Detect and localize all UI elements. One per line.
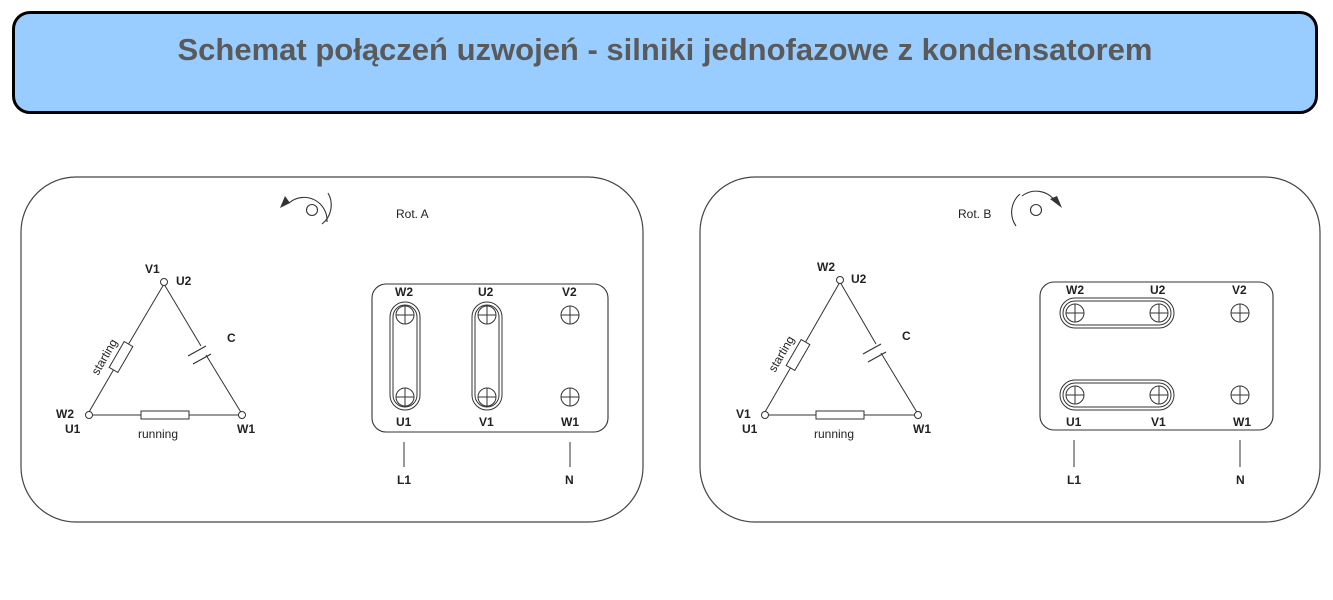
terminal-screw: [1149, 385, 1169, 405]
title-banner: Schemat połączeń uzwojeń - silniki jedno…: [12, 11, 1318, 114]
panel-frame: [20, 176, 644, 523]
jumper-bar-vertical: [471, 301, 503, 411]
terminal-screw: [477, 387, 497, 407]
terminal-screw: [1230, 303, 1250, 323]
terminal-screw: [560, 305, 580, 325]
terminal-bottom-label: U1: [1066, 415, 1082, 429]
running-label: running: [138, 427, 178, 441]
starting-winding-resistor: [785, 338, 811, 372]
supply-label: L1: [397, 473, 411, 487]
terminal-top-label: U2: [478, 285, 494, 299]
rotation-arrow-icon: [1011, 190, 1062, 227]
page-title: Schemat połączeń uzwojeń - silniki jedno…: [177, 32, 1153, 67]
node-left: [85, 411, 93, 419]
node-right-label: W1: [237, 422, 255, 436]
terminal-screw: [395, 387, 415, 407]
node-top-label-2: U2: [176, 274, 192, 288]
node-left-label-1: V1: [736, 407, 751, 421]
terminal-bottom-label: W1: [561, 415, 579, 429]
supply-label: N: [1236, 473, 1245, 487]
jumper-bar-horizontal: [1059, 379, 1175, 411]
node-right: [914, 411, 922, 419]
rotation-arrow-icon: [280, 192, 332, 225]
terminal-screw: [1149, 303, 1169, 323]
terminal-screw: [1065, 385, 1085, 405]
capacitor-label: C: [227, 331, 236, 345]
capacitor-symbol: [187, 345, 212, 365]
node-top-label-2: U2: [851, 272, 867, 286]
rotation-label: Rot. B: [958, 207, 991, 221]
jumper-bar-horizontal: [1059, 297, 1175, 329]
node-right: [238, 411, 246, 419]
terminal-board: [371, 283, 609, 433]
winding-triangle: [761, 276, 922, 420]
terminal-top-label: V2: [1232, 283, 1247, 297]
capacitor-label: C: [902, 329, 911, 343]
terminal-board: [1039, 281, 1274, 431]
jumper-bar-vertical: [389, 301, 421, 411]
node-top-label-1: W2: [817, 260, 835, 274]
node-left-label-2: U1: [742, 422, 758, 436]
terminal-bottom-label: V1: [1151, 415, 1166, 429]
terminal-screw: [395, 305, 415, 325]
panel-rotation-b: Rot. B W2 U2 V1 U1 W1 running starting C: [699, 176, 1321, 523]
running-winding-resistor: [815, 410, 865, 420]
running-label: running: [814, 427, 854, 441]
terminal-top-label: U2: [1150, 283, 1166, 297]
node-left-label-2: U1: [65, 422, 81, 436]
rotation-label: Rot. A: [396, 207, 429, 221]
winding-triangle: [85, 278, 246, 420]
terminal-screw: [560, 387, 580, 407]
terminal-bottom-label: U1: [396, 415, 412, 429]
node-left: [761, 411, 769, 419]
panel-rotation-a: Rot. A V1 U2 W2 U1 W1 running starting C: [20, 176, 644, 523]
terminal-top-label: W2: [395, 285, 413, 299]
node-right-label: W1: [913, 422, 931, 436]
capacitor-symbol: [862, 343, 887, 363]
node-left-label-1: W2: [56, 407, 74, 421]
node-top: [160, 278, 168, 286]
starting-winding-resistor: [108, 340, 134, 374]
node-top-label-1: V1: [145, 262, 160, 276]
terminal-screw: [1230, 385, 1250, 405]
terminal-screw: [477, 305, 497, 325]
terminal-bottom-label: W1: [1233, 415, 1251, 429]
terminal-screw: [1065, 303, 1085, 323]
supply-label: L1: [1067, 473, 1081, 487]
running-winding-resistor: [140, 410, 190, 420]
supply-label: N: [565, 473, 574, 487]
terminal-top-label: V2: [562, 285, 577, 299]
terminal-top-label: W2: [1066, 283, 1084, 297]
terminal-bottom-label: V1: [479, 415, 494, 429]
panel-frame: [699, 176, 1321, 523]
node-top: [836, 276, 844, 284]
